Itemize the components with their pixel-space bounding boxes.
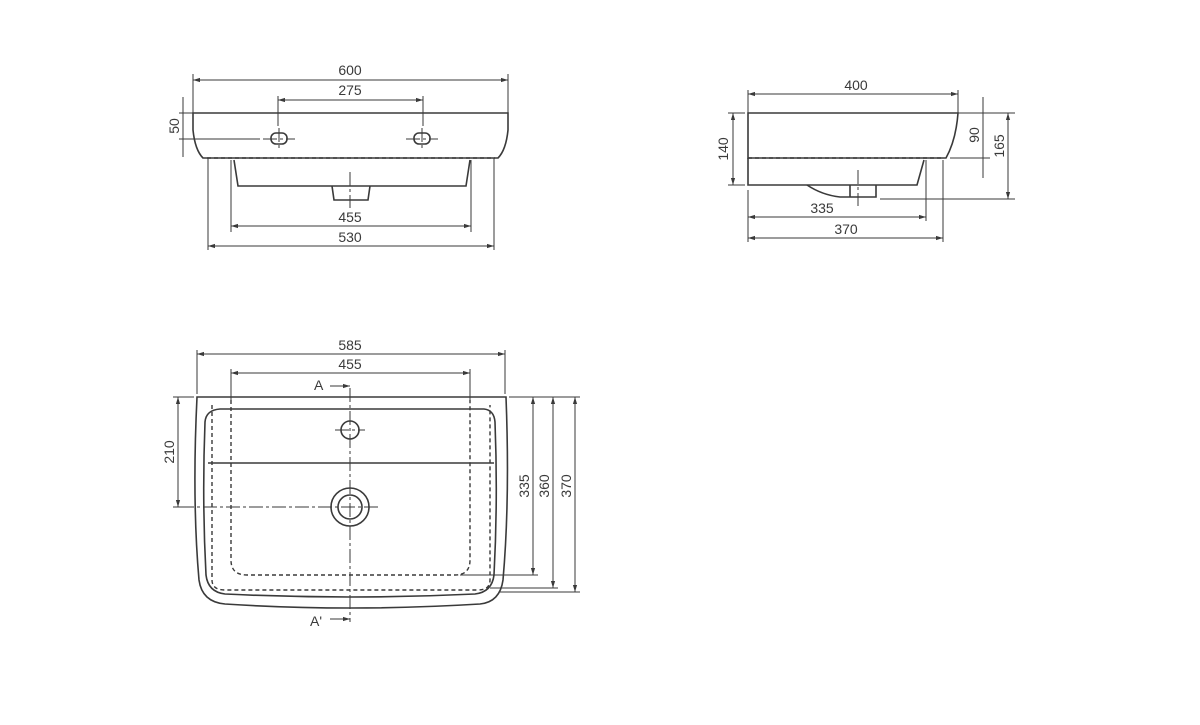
dim-600: 600	[338, 62, 362, 78]
front-drain	[331, 185, 371, 201]
dim-360: 360	[536, 474, 552, 498]
side-basin-outline	[747, 112, 959, 159]
tap-hole-left	[263, 128, 295, 151]
front-view: 600 275 50 455 530	[166, 62, 509, 250]
side-drain	[806, 184, 877, 198]
dim-90: 90	[966, 127, 982, 143]
plan-outer-outline	[194, 396, 509, 609]
tap-hole-right	[406, 128, 438, 151]
dim-585: 585	[338, 337, 362, 353]
dim-210: 210	[161, 440, 177, 464]
dim-455-plan: 455	[338, 356, 362, 372]
dim-335-side: 335	[810, 200, 834, 216]
dim-335-plan: 335	[516, 474, 532, 498]
front-basin-outline	[192, 112, 509, 159]
dim-400: 400	[844, 77, 868, 93]
dim-530: 530	[338, 229, 362, 245]
side-view: 400 140 90 165 335 370	[715, 77, 1015, 242]
dim-140: 140	[715, 137, 731, 161]
section-label-a: A	[314, 377, 324, 393]
dim-370-side: 370	[834, 221, 858, 237]
side-bowl	[747, 158, 925, 186]
front-bowl	[233, 159, 471, 187]
dim-165: 165	[991, 134, 1007, 158]
dim-275: 275	[338, 82, 362, 98]
plan-view: A A' 585 455 210 335 360 370	[161, 337, 580, 629]
dim-455-front: 455	[338, 209, 362, 225]
section-label-a-prime: A'	[310, 613, 322, 629]
plan-rim-inner	[202, 408, 498, 598]
dim-50: 50	[166, 118, 182, 134]
dim-370-plan: 370	[558, 474, 574, 498]
